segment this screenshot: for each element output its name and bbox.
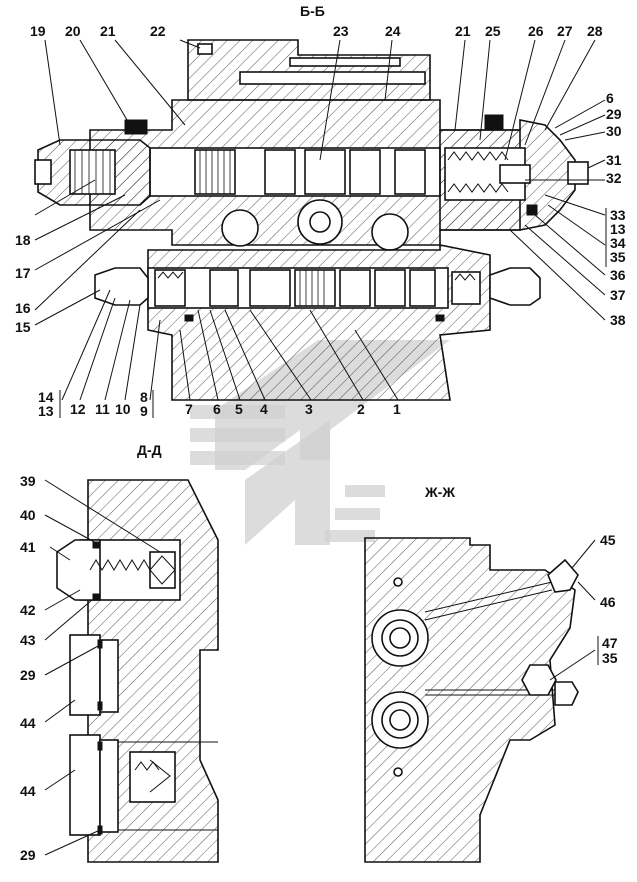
callout-4: 4 [260, 401, 268, 417]
callout-36: 36 [610, 267, 626, 283]
callout-25: 25 [485, 23, 501, 39]
lower-spool [209, 269, 436, 307]
callout-15: 15 [15, 319, 31, 335]
callout-22: 22 [150, 23, 166, 39]
callout-26: 26 [528, 23, 544, 39]
callout-19: 19 [30, 23, 46, 39]
callout-44-lower: 44 [20, 783, 36, 799]
callout-29-dd-upper: 29 [20, 667, 36, 683]
callout-37: 37 [610, 287, 626, 303]
section-title-bb: Б-Б [300, 3, 325, 19]
callout-16: 16 [15, 300, 31, 316]
callouts-dd: 39 40 41 42 43 29 44 44 29 [20, 473, 36, 863]
callout-42: 42 [20, 602, 36, 618]
callout-34: 34 [610, 235, 626, 251]
callout-13-right: 13 [610, 221, 626, 237]
callout-35-zhzh: 35 [602, 650, 618, 666]
section-zhzh [364, 537, 579, 863]
dd-leaders [44, 479, 161, 856]
callout-31: 31 [606, 152, 622, 168]
callout-27: 27 [557, 23, 573, 39]
section-title-zhzh: Ж-Ж [424, 484, 455, 500]
callout-44-upper: 44 [20, 715, 36, 731]
callout-14: 14 [38, 389, 54, 405]
callout-23: 23 [333, 23, 349, 39]
callout-10: 10 [115, 401, 131, 417]
callout-11: 11 [95, 401, 110, 417]
callout-46: 46 [600, 594, 616, 610]
callout-20: 20 [65, 23, 81, 39]
callout-32: 32 [606, 170, 622, 186]
callouts-zhzh: 45 46 47 35 [597, 532, 618, 666]
section-dd [56, 479, 219, 863]
callouts-bb: 1 2 3 4 5 6 7 8 9 10 11 12 13 14 15 16 1… [15, 23, 626, 419]
callout-29-dd-lower: 29 [20, 847, 36, 863]
callout-1: 1 [393, 401, 401, 417]
callout-8: 8 [140, 389, 148, 405]
section-bb [34, 39, 589, 401]
zhzh-leaders [549, 539, 596, 681]
callout-9: 9 [140, 403, 148, 419]
callout-28: 28 [587, 23, 603, 39]
callout-6-right: 6 [606, 90, 614, 106]
callout-29: 29 [606, 106, 622, 122]
callout-30: 30 [606, 123, 622, 139]
callout-39: 39 [20, 473, 36, 489]
callout-47: 47 [602, 635, 618, 651]
callout-45: 45 [600, 532, 616, 548]
callout-5: 5 [235, 401, 243, 417]
callout-21-left: 21 [100, 23, 116, 39]
callout-35: 35 [610, 249, 626, 265]
callout-2: 2 [357, 401, 365, 417]
callout-7: 7 [185, 401, 193, 417]
callout-24: 24 [385, 23, 401, 39]
upper-spool [194, 149, 426, 195]
callout-33: 33 [610, 207, 626, 223]
section-title-dd: Д-Д [137, 442, 162, 458]
callout-12: 12 [70, 401, 86, 417]
callout-18: 18 [15, 232, 31, 248]
bb-leaders [34, 39, 606, 401]
callout-40: 40 [20, 507, 36, 523]
callout-21-right: 21 [455, 23, 471, 39]
callout-17: 17 [15, 265, 31, 281]
callout-38: 38 [610, 312, 626, 328]
callout-3: 3 [305, 401, 313, 417]
callout-13: 13 [38, 403, 54, 419]
callout-43: 43 [20, 632, 36, 648]
callout-41: 41 [20, 539, 36, 555]
callout-6: 6 [213, 401, 221, 417]
